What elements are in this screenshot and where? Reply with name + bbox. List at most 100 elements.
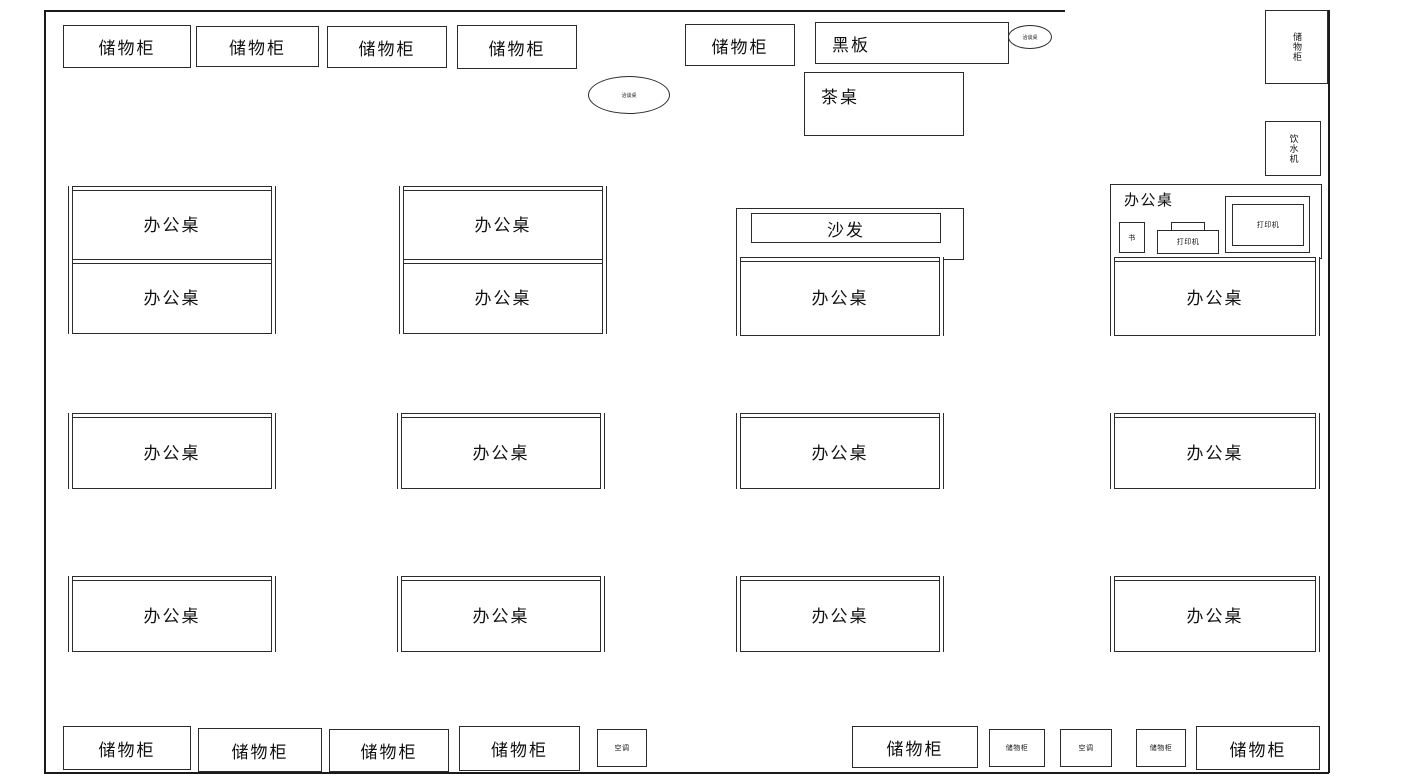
locker-label: 储物柜 — [229, 39, 286, 59]
desk-surface — [1110, 413, 1320, 489]
desk-r1-c2[interactable]: 办公桌 — [399, 186, 607, 261]
desk-rail-right — [602, 186, 607, 261]
desk-r1b-c1[interactable]: 办公桌 — [68, 259, 276, 334]
desk-surface — [397, 576, 605, 652]
desk-rail-right — [1315, 576, 1320, 652]
desk-r1b-c3[interactable]: 办公桌 — [736, 257, 944, 336]
desk-rail-left — [736, 257, 741, 336]
round-table-label: 洽谈桌 — [621, 92, 637, 99]
desk-r2-c4[interactable]: 办公桌 — [1110, 413, 1320, 489]
wall-cabinet-vertical-1-label: 储物柜 — [1291, 32, 1301, 62]
water-dispenser-vertical-2-label: 饮水机 — [1287, 133, 1298, 164]
desk-rail-left — [1110, 413, 1115, 489]
desk-rail-top — [1110, 576, 1320, 581]
locker-bottom-left-1[interactable]: 储物柜 — [63, 726, 191, 770]
wall-cabinet-vertical-1[interactable]: 储物柜 — [1265, 10, 1328, 84]
locker-label: 储物柜 — [231, 742, 289, 763]
printer-station-desk-label-box: 办公桌 — [1110, 184, 1322, 214]
desk-r2-c1[interactable]: 办公桌 — [68, 413, 276, 489]
locker-label: 储物柜 — [488, 39, 546, 60]
desk-r3-c2[interactable]: 办公桌 — [397, 576, 605, 652]
desk-surface — [397, 413, 605, 489]
wall-right — [1328, 10, 1330, 773]
blackboard-label: 黑板 — [832, 35, 870, 56]
desk-r2-c3[interactable]: 办公桌 — [736, 413, 944, 489]
blackboard[interactable]: 黑板 — [815, 22, 1009, 64]
locker-bottom-right-5[interactable]: 储物柜 — [1196, 726, 1320, 770]
locker-top-5[interactable]: 储物柜 — [685, 24, 795, 66]
desk-rail-left — [1110, 576, 1115, 652]
round-meeting-table[interactable]: 洽谈桌 — [588, 76, 670, 114]
desk-rail-top — [399, 186, 607, 191]
locker-bottom-left-4[interactable]: 储物柜 — [459, 726, 580, 771]
locker-bottom-left-2[interactable]: 储物柜 — [198, 728, 322, 772]
printer-1-tray — [1171, 222, 1205, 231]
desk-rail-right — [1315, 413, 1320, 489]
locker-top-2[interactable]: 储物柜 — [196, 26, 319, 67]
locker-bottom-right-2[interactable]: 储物柜 — [989, 729, 1045, 767]
locker-label: 储物柜 — [886, 739, 944, 760]
desk-r2-c2[interactable]: 办公桌 — [397, 413, 605, 489]
desk-rail-top — [736, 257, 944, 262]
wall-top — [44, 10, 1065, 12]
desk-rail-left — [68, 576, 73, 652]
sofa-seat[interactable]: 沙发 — [751, 213, 941, 243]
desk-rail-right — [271, 576, 276, 652]
desk-surface — [68, 186, 276, 261]
desk-surface — [736, 413, 944, 489]
locker-bottom-right-4[interactable]: 储物柜 — [1136, 729, 1186, 767]
desk-rail-top — [736, 576, 944, 581]
tea-table[interactable]: 茶桌 — [804, 72, 964, 136]
desk-rail-left — [736, 576, 741, 652]
locker-top-1[interactable]: 储物柜 — [63, 25, 191, 68]
desk-rail-right — [602, 259, 607, 334]
locker-bottom-left-3[interactable]: 储物柜 — [329, 729, 449, 772]
desk-rail-left — [736, 413, 741, 489]
locker-label: 储物柜 — [491, 741, 548, 761]
desk-rail-right — [271, 413, 276, 489]
desk-rail-top — [68, 576, 276, 581]
locker-top-4[interactable]: 储物柜 — [457, 25, 577, 69]
locker-top-3[interactable]: 储物柜 — [327, 26, 447, 68]
desk-rail-right — [600, 576, 605, 652]
desk-rail-top — [399, 259, 607, 264]
desk-r3-c1[interactable]: 办公桌 — [68, 576, 276, 652]
locker-label: 储物柜 — [98, 39, 156, 59]
desk-r1b-c4[interactable]: 办公桌 — [1110, 257, 1320, 336]
locker-bottom-right-1[interactable]: 储物柜 — [852, 726, 978, 768]
desk-r3-c3[interactable]: 办公桌 — [736, 576, 944, 652]
locker-label: 储物柜 — [358, 39, 416, 60]
book-label: 书 — [1128, 233, 1136, 242]
desk-surface — [1110, 257, 1320, 336]
desk-rail-left — [399, 186, 404, 261]
desk-r3-c4[interactable]: 办公桌 — [1110, 576, 1320, 652]
printer-1[interactable]: 打印机 — [1157, 230, 1219, 254]
desk-rail-left — [68, 259, 73, 334]
desk-rail-top — [1110, 413, 1320, 418]
desk-rail-right — [271, 259, 276, 334]
locker-label: 储物柜 — [360, 743, 418, 763]
printer-2[interactable]: 打印机 — [1232, 204, 1304, 246]
desk-rail-left — [397, 576, 402, 652]
desk-surface — [68, 576, 276, 652]
desk-rail-left — [68, 413, 73, 489]
desk-r1-c1[interactable]: 办公桌 — [68, 186, 276, 261]
air-conditioner-bottom-right[interactable]: 空调 — [1060, 729, 1112, 767]
locker-label: 储物柜 — [1005, 744, 1029, 752]
desk-rail-left — [399, 259, 404, 334]
air-conditioner-label: 空调 — [1078, 744, 1094, 752]
desk-surface — [736, 576, 944, 652]
book-box[interactable]: 书 — [1119, 222, 1145, 253]
desk-r1b-c2[interactable]: 办公桌 — [399, 259, 607, 334]
air-conditioner-bottom-left[interactable]: 空调 — [597, 729, 647, 767]
small-round-table[interactable]: 洽谈桌 — [1008, 25, 1052, 49]
desk-surface — [736, 257, 944, 336]
wall-left — [44, 10, 46, 773]
desk-rail-left — [397, 413, 402, 489]
sofa-label: 沙发 — [827, 220, 865, 241]
water-dispenser-vertical-2[interactable]: 饮水机 — [1265, 121, 1321, 176]
desk-rail-top — [68, 259, 276, 264]
desk-rail-top — [68, 413, 276, 418]
air-conditioner-label: 空调 — [614, 744, 630, 752]
